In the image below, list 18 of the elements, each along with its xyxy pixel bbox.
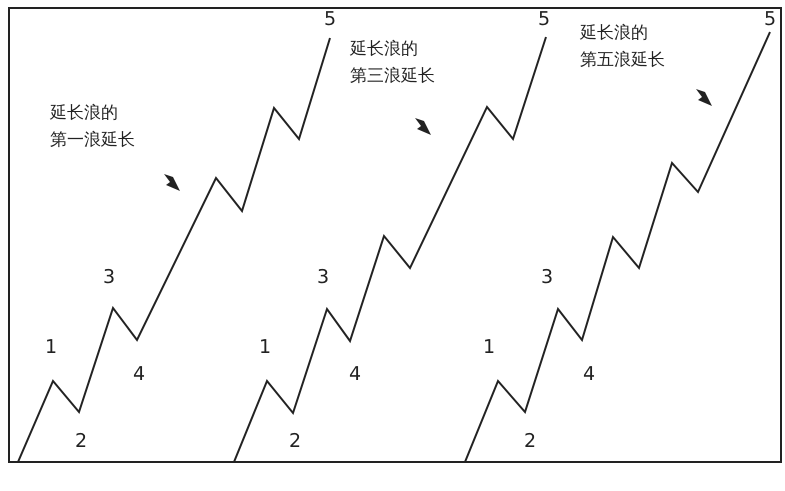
wave-number: 4 <box>583 365 596 384</box>
wave-number: 3 <box>541 268 554 287</box>
wave-number: 5 <box>324 10 336 29</box>
wave-number: 3 <box>103 268 116 287</box>
wave-number: 5 <box>538 10 550 29</box>
wave-number: 1 <box>45 338 58 357</box>
wave-number: 3 <box>317 268 330 287</box>
annotation-text: 延长浪的第三浪延长 <box>350 38 435 88</box>
wave-number: 1 <box>483 338 496 357</box>
wave-number: 5 <box>764 10 776 29</box>
annotation-text: 延长浪的第五浪延长 <box>580 22 665 72</box>
wave-number: 2 <box>524 432 536 451</box>
wave-number: 2 <box>75 432 88 451</box>
wave-number: 2 <box>289 432 302 451</box>
annotation-text: 延长浪的第一浪延长 <box>50 102 135 152</box>
wave-number: 4 <box>133 365 146 384</box>
wave-number: 4 <box>349 365 362 384</box>
wave-number: 1 <box>259 338 272 357</box>
